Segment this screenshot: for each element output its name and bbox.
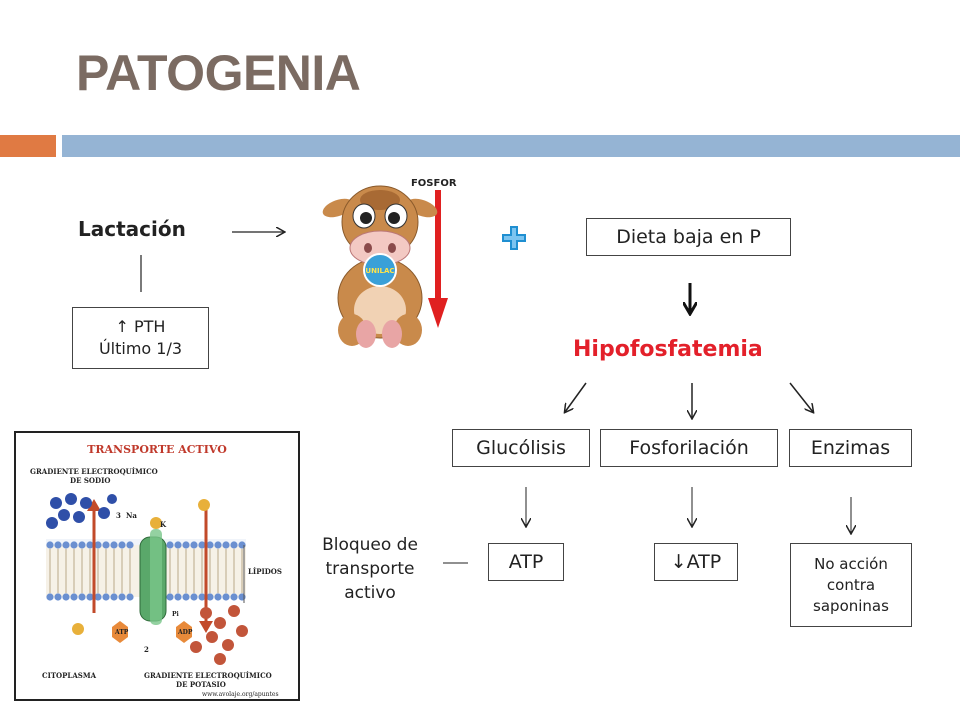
accent-bar-orange xyxy=(0,135,56,157)
dieta-box: Dieta baja en P xyxy=(586,218,791,256)
atp-label: ATP xyxy=(115,629,129,636)
pth-box: ↑ PTH Último 1/3 xyxy=(72,307,209,369)
lipid-head xyxy=(78,541,86,549)
lipid-head xyxy=(46,541,54,549)
hipofosfatemia-label: Hipofosfatemia xyxy=(573,337,763,362)
lipid-head xyxy=(214,593,222,601)
gradiente-potasio-2: DE POTASIO xyxy=(176,680,226,689)
transporte-title: TRANSPORTE ACTIVO xyxy=(87,443,227,456)
lipid-head xyxy=(62,593,70,601)
lipid-head xyxy=(182,593,190,601)
lipid-head xyxy=(94,593,102,601)
lipid-head xyxy=(166,541,174,549)
fosforo-label: FOSFORO xyxy=(411,178,457,189)
gradiente-potasio-1: GRADIENTE ELECTROQUÍMICO xyxy=(144,671,272,680)
cow-illustration: FOSFORO UNILAC xyxy=(322,170,457,355)
lipid-head xyxy=(126,593,134,601)
lipid-head xyxy=(166,593,174,601)
arrow-to-enzimas xyxy=(789,382,813,412)
lipid-head xyxy=(174,593,182,601)
lipid-head xyxy=(86,541,94,549)
accent-bar-blue xyxy=(62,135,960,157)
na-label: Na xyxy=(126,511,137,520)
adp-label: ADP xyxy=(178,629,193,636)
lipid-head xyxy=(86,593,94,601)
lipid-head xyxy=(102,593,110,601)
transporte-activo-figure: TRANSPORTE ACTIVO GRADIENTE ELECTROQUÍMI… xyxy=(14,431,300,701)
lipid-head xyxy=(190,593,198,601)
lipid-head xyxy=(46,593,54,601)
lipid-head xyxy=(62,541,70,549)
gradiente-sodio-2: DE SODIO xyxy=(70,476,111,485)
lipid-head xyxy=(238,541,246,549)
lipid-head xyxy=(102,541,110,549)
no-accion-line-2: contra xyxy=(826,576,876,594)
pth-line: ↑ PTH xyxy=(115,317,166,336)
fosforilacion-box: Fosforilación xyxy=(600,429,778,467)
bloqueo-line-3: activo xyxy=(344,583,396,603)
lipid-head xyxy=(118,541,126,549)
membrane-illustration xyxy=(46,493,248,665)
lipid-head xyxy=(70,541,78,549)
lipid-head xyxy=(182,541,190,549)
lipid-head xyxy=(214,541,222,549)
no-accion-line-1: No acción xyxy=(814,555,888,573)
lipid-head xyxy=(54,541,62,549)
lipid-head xyxy=(206,541,214,549)
num-3-label: 3 xyxy=(116,511,121,520)
pi-label: Pi xyxy=(172,611,179,618)
lipid-head xyxy=(198,593,206,601)
atp-decrease-box: ↓ATP xyxy=(654,543,738,581)
gradiente-sodio-1: GRADIENTE ELECTROQUÍMICO xyxy=(30,467,158,476)
plus-icon xyxy=(502,226,526,250)
lipid-head xyxy=(238,593,246,601)
ultimo-tercio-line: Último 1/3 xyxy=(98,339,183,358)
lipidos-label: LÍPIDOS xyxy=(248,567,282,576)
no-accion-line-3: saponinas xyxy=(813,597,889,615)
lipid-head xyxy=(222,541,230,549)
lipid-head xyxy=(94,541,102,549)
lipid-head xyxy=(110,593,118,601)
lipid-head xyxy=(230,541,238,549)
lipid-head xyxy=(190,541,198,549)
lipid-head xyxy=(230,593,238,601)
bloqueo-label: Bloqueo de transporte activo xyxy=(302,533,438,605)
lipid-head xyxy=(126,541,134,549)
atp-box: ATP xyxy=(488,543,564,581)
lipid-head xyxy=(78,593,86,601)
lipid-head xyxy=(198,541,206,549)
num-2-label: 2 xyxy=(144,645,149,654)
lactacion-label: Lactación xyxy=(78,217,186,241)
glucolisis-box: Glucólisis xyxy=(452,429,590,467)
lipid-head xyxy=(54,593,62,601)
source-url: www.avolaje.org/apuntes xyxy=(202,691,279,698)
lipid-head xyxy=(118,593,126,601)
bloqueo-line-1: Bloqueo de xyxy=(322,535,418,555)
arrow-to-glucolisis xyxy=(565,382,587,412)
enzimas-box: Enzimas xyxy=(789,429,912,467)
k-label: K xyxy=(160,520,167,529)
lipid-head xyxy=(222,593,230,601)
unilac-badge: UNILAC xyxy=(365,267,394,275)
no-accion-box: No acción contra saponinas xyxy=(790,543,912,627)
citoplasma-label: CITOPLASMA xyxy=(42,671,97,680)
lipid-head xyxy=(110,541,118,549)
bloqueo-line-2: transporte xyxy=(325,559,415,579)
lipid-head xyxy=(206,593,214,601)
slide-title: PATOGENIA xyxy=(76,45,361,101)
lipid-head xyxy=(174,541,182,549)
lipid-head xyxy=(70,593,78,601)
